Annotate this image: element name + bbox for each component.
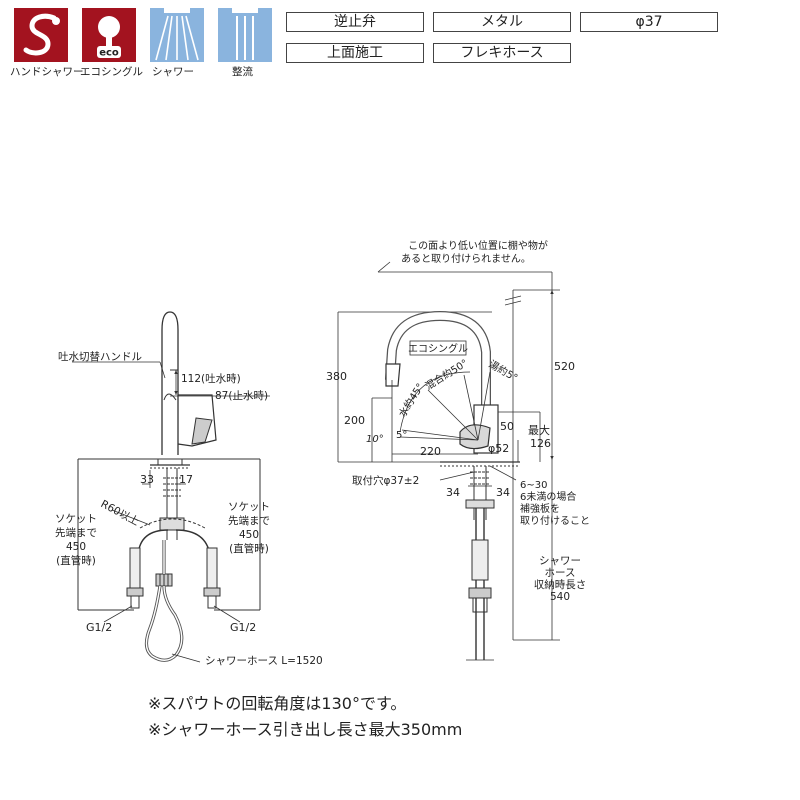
note-spout-rotation: ※スパウトの回転角度は130°です。	[148, 694, 407, 713]
hose-storage-line1: シャワー	[539, 555, 581, 567]
front-view	[72, 311, 270, 663]
socket-left-line3: 450	[66, 541, 86, 553]
spec-metal: メタル	[433, 12, 571, 32]
hose-length-label: シャワーホース L=1520	[205, 655, 323, 667]
hand-shower-label: ハンドシャワー	[10, 66, 84, 78]
thickness-line3: 補強板を	[520, 502, 560, 515]
straight-flow-label: 整流	[232, 66, 253, 78]
hose-storage-line2: ホース	[545, 567, 576, 579]
socket-right-line4: (直管時)	[229, 542, 269, 555]
hose-storage-line4: 540	[550, 591, 570, 603]
note-hose-extension: ※シャワーホース引き出し長さ最大350mm	[148, 720, 463, 739]
dim-87: 87(止水時)	[215, 390, 268, 402]
mount-hole-label: 取付穴φ37±2	[352, 474, 419, 487]
angle-mixed: 混合約50°	[423, 356, 470, 392]
dim-34-right: 34	[496, 486, 510, 499]
dim-max: 最大	[528, 423, 550, 437]
side-view	[337, 261, 560, 661]
spec-flex-hose: フレキホース	[433, 43, 571, 63]
spec-mount-diameter: φ37	[580, 12, 718, 32]
dim-112: 112(吐水時)	[181, 373, 241, 385]
thickness-line2: 6未満の場合	[520, 490, 576, 503]
warning-note: この面より低い位置に棚や物が あると取り付けられません。	[401, 239, 548, 265]
socket-left-line4: (直管時)	[56, 554, 96, 567]
hose-storage-note: シャワー ホース 収納時長さ 540	[534, 555, 587, 603]
dim-50: 50	[500, 420, 514, 433]
dim-380: 380	[326, 370, 347, 383]
dim-phi52: φ52	[488, 442, 509, 455]
handle-label: 吐水切替ハンドル	[58, 350, 142, 363]
socket-left-line2: 先端まで	[55, 526, 97, 539]
straight-flow-icon	[218, 8, 272, 62]
radius-label: R60以上	[99, 498, 141, 528]
socket-left-label: ソケット 先端まで 450 (直管時)	[55, 513, 97, 567]
warning-line1: この面より低い位置に棚や物が	[408, 239, 548, 252]
g-left-label: G1/2	[86, 621, 112, 634]
socket-right-line3: 450	[239, 529, 259, 541]
socket-right-line1: ソケット	[228, 501, 270, 513]
dim-33: 33	[140, 473, 154, 486]
angle-hot: 湯約5°	[487, 357, 521, 384]
dim-34-left: 34	[446, 486, 460, 499]
hose-storage-line3: 収納時長さ	[534, 578, 587, 591]
g-right-label: G1/2	[230, 621, 256, 634]
thickness-note: 6~30 6未満の場合 補強板を 取り付けること	[520, 480, 590, 527]
dim-200: 200	[344, 414, 365, 427]
thickness-line4: 取り付けること	[520, 514, 590, 527]
angle-5: 5°	[396, 430, 407, 441]
spec-check-valve: 逆止弁	[286, 12, 424, 32]
spec-top-mount: 上面施工	[286, 43, 424, 63]
socket-left-line1: ソケット	[55, 513, 97, 525]
angle-water: 水約45°	[396, 381, 427, 420]
shower-icon	[150, 8, 204, 62]
eco-single-label: エコシングル	[80, 66, 143, 78]
eco-badge: eco	[99, 48, 119, 59]
dim-520: 520	[554, 360, 575, 373]
eco-single-tag-box	[409, 340, 467, 356]
warning-line2: あると取り付けられません。	[401, 252, 531, 265]
angle-10: 10°	[366, 434, 384, 445]
socket-right-label: ソケット 先端まで 450 (直管時)	[228, 501, 270, 555]
hand-shower-icon	[14, 8, 68, 62]
dim-17: 17	[179, 473, 193, 486]
socket-right-line2: 先端まで	[228, 514, 270, 527]
shower-label: シャワー	[152, 66, 194, 78]
thickness-line1: 6~30	[520, 480, 547, 491]
eco-single-icon: eco	[82, 8, 136, 62]
dim-126: 126	[530, 437, 551, 450]
eco-single-tag: エコシングル	[408, 342, 468, 355]
dim-220: 220	[420, 445, 441, 458]
